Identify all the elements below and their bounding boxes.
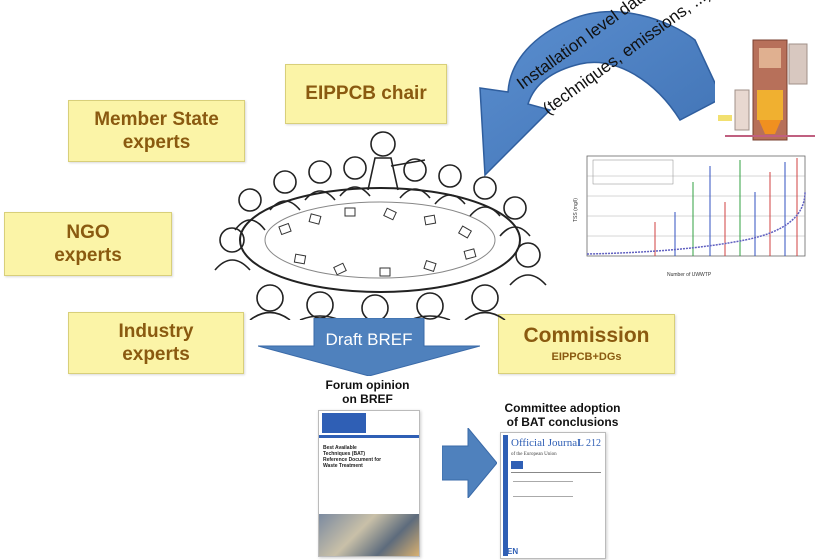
- eu-flag-icon: [322, 413, 366, 433]
- eippcb-chair-box: EIPPCB chair: [285, 64, 447, 124]
- official-journal-cover: Official Journal L 212 of the European U…: [500, 432, 606, 559]
- oj-text-lines: [513, 481, 573, 497]
- oj-rule: [511, 472, 601, 473]
- ngo-label-line1: NGO: [66, 221, 110, 243]
- meeting-table-illustration: [214, 131, 547, 320]
- oj-side-band: [503, 435, 508, 556]
- bref-cover-photo: [319, 514, 419, 556]
- commission-box: Commission EIPPCB+DGs: [498, 314, 675, 374]
- plant-schematic-image: [715, 30, 820, 150]
- member-state-label-line1: Member State: [94, 108, 219, 130]
- industry-experts-box: Industry experts: [68, 312, 244, 374]
- commission-label: Commission: [523, 324, 650, 348]
- forum-opinion-line1: Forum opinion: [325, 378, 410, 392]
- eippcb-chair-label: EIPPCB chair: [305, 83, 427, 105]
- forum-opinion-title: Forum opinion on BREF: [300, 378, 435, 407]
- ngo-label-line2: experts: [54, 245, 122, 266]
- committee-adoption-line2: of BAT conclusions: [506, 414, 619, 429]
- ngo-experts-box: NGO experts: [4, 212, 172, 276]
- forum-opinion-line2: on BREF: [342, 391, 393, 406]
- draft-bref-arrow: Draft BREF: [258, 318, 480, 376]
- cover-band: [319, 435, 419, 438]
- official-journal-title: Official Journal: [511, 437, 581, 449]
- official-journal-sub: of the European Union: [511, 452, 557, 457]
- eu-flag-icon-small: [511, 461, 523, 469]
- industry-label-line1: Industry: [118, 320, 194, 342]
- oj-eu-logo: EN: [507, 547, 519, 556]
- official-journal-number: L 212: [577, 438, 601, 449]
- chart-thumbnail-xlabel: Number of UWWTP: [667, 272, 712, 278]
- committee-adoption-title: Committee adoption of BAT conclusions: [480, 401, 645, 430]
- draft-bref-label: Draft BREF: [326, 330, 413, 349]
- emissions-chart-thumbnail: TSS (mg/l) Number of UWWTP: [565, 152, 810, 282]
- installation-data-arrow: Installation level data (techniques, emi…: [479, 0, 723, 177]
- adoption-arrow: [442, 428, 497, 498]
- committee-adoption-line1: Committee adoption: [504, 401, 621, 415]
- bref-cover-heading: Best Available Techniques (BAT) Referenc…: [323, 445, 382, 469]
- member-state-label-line2: experts: [122, 132, 191, 153]
- chart-thumbnail-ylabel: TSS (mg/l): [573, 198, 579, 222]
- industry-label-line2: experts: [122, 344, 190, 365]
- member-state-experts-box: Member State experts: [68, 100, 245, 162]
- commission-sublabel: EIPPCB+DGs: [551, 351, 622, 364]
- bref-document-cover: Best Available Techniques (BAT) Referenc…: [318, 410, 420, 557]
